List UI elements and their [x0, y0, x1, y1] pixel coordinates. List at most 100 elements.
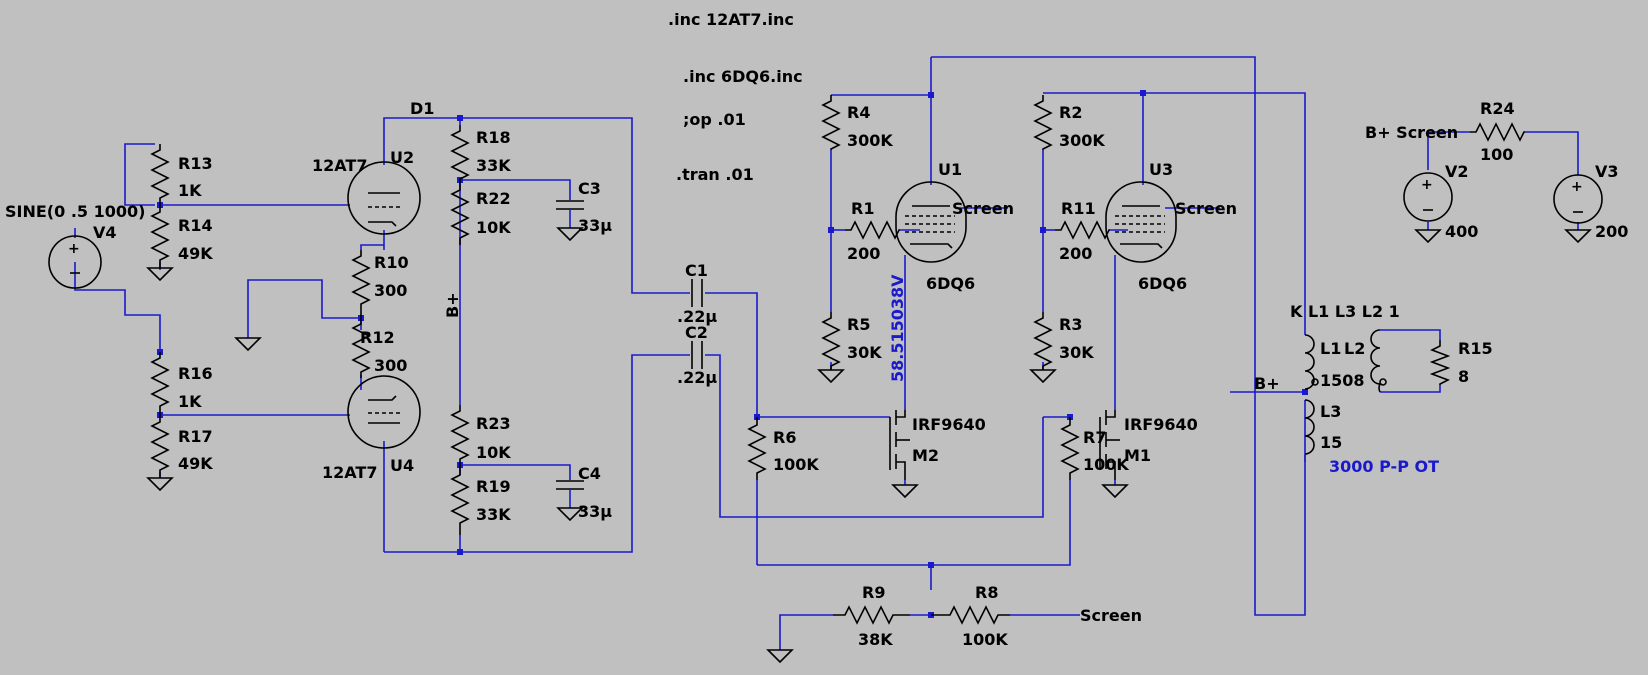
label-r9-value[interactable]: 38K	[858, 630, 893, 649]
label-r22[interactable]: R22	[476, 189, 511, 208]
label-screen-u3[interactable]: Screen	[1175, 199, 1237, 218]
label-r7-value[interactable]: 100K	[1083, 455, 1129, 474]
directive-inc-12at7[interactable]: .inc 12AT7.inc	[668, 10, 794, 29]
label-r19[interactable]: R19	[476, 477, 511, 496]
label-r10-value[interactable]: 300	[374, 281, 407, 300]
label-d1[interactable]: D1	[410, 99, 434, 118]
directive-op[interactable]: ;op .01	[683, 110, 746, 129]
label-v2-value[interactable]: 400	[1445, 222, 1478, 241]
label-bplus-ot[interactable]: B+	[1254, 374, 1280, 393]
label-r5[interactable]: R5	[847, 315, 870, 334]
label-r18[interactable]: R18	[476, 128, 511, 147]
label-l2[interactable]: L2	[1344, 339, 1365, 358]
label-c4[interactable]: C4	[578, 464, 601, 483]
label-r6-value[interactable]: 100K	[773, 455, 819, 474]
label-r3[interactable]: R3	[1059, 315, 1082, 334]
label-v4-value[interactable]: SINE(0 .5 1000)	[5, 202, 145, 221]
tube-symbols	[347, 161, 1177, 449]
label-r4[interactable]: R4	[847, 103, 870, 122]
label-r19-value[interactable]: 33K	[476, 505, 511, 524]
resistor-r8	[931, 605, 1010, 625]
label-l3-value[interactable]: 15	[1320, 433, 1342, 452]
label-m1-model[interactable]: IRF9640	[1124, 415, 1198, 434]
label-u2-model[interactable]: 12AT7	[312, 156, 367, 175]
label-r14[interactable]: R14	[178, 216, 213, 235]
wires	[74, 56, 1579, 650]
label-r2[interactable]: R2	[1059, 103, 1082, 122]
label-r2-value[interactable]: 300K	[1059, 131, 1105, 150]
label-u4-model[interactable]: 12AT7	[322, 463, 377, 482]
label-m1[interactable]: M1	[1124, 446, 1151, 465]
label-r22-value[interactable]: 10K	[476, 218, 511, 237]
label-u3-model[interactable]: 6DQ6	[1138, 274, 1187, 293]
label-r3-value[interactable]: 30K	[1059, 343, 1094, 362]
voltage-sources: + + +	[48, 172, 1603, 289]
label-c2-value[interactable]: .22µ	[677, 368, 717, 387]
label-bplus-rail[interactable]: B+	[443, 292, 462, 318]
label-r24[interactable]: R24	[1480, 99, 1515, 118]
label-u4[interactable]: U4	[390, 456, 414, 475]
label-r24-value[interactable]: 100	[1480, 145, 1513, 164]
label-r8-value[interactable]: 100K	[962, 630, 1008, 649]
label-m2[interactable]: M2	[912, 446, 939, 465]
label-r9[interactable]: R9	[862, 583, 885, 602]
label-v3-value[interactable]: 200	[1595, 222, 1628, 241]
label-c1[interactable]: C1	[685, 261, 708, 280]
capacitor-c2	[691, 341, 703, 369]
label-r10[interactable]: R10	[374, 253, 409, 272]
label-u1[interactable]: U1	[938, 160, 962, 179]
label-c3[interactable]: C3	[578, 179, 601, 198]
label-u3[interactable]: U3	[1149, 160, 1173, 179]
capacitor-c4	[556, 480, 584, 508]
label-v2[interactable]: V2	[1445, 162, 1469, 181]
label-u2[interactable]: U2	[390, 148, 414, 167]
label-r17[interactable]: R17	[178, 427, 213, 446]
label-r15-value[interactable]: 8	[1458, 367, 1469, 386]
label-r5-value[interactable]: 30K	[847, 343, 882, 362]
label-r13[interactable]: R13	[178, 154, 213, 173]
label-op-voltage[interactable]: 58.515038V	[888, 274, 907, 382]
label-r17-value[interactable]: 49K	[178, 454, 213, 473]
label-r23-value[interactable]: 10K	[476, 443, 511, 462]
label-r16[interactable]: R16	[178, 364, 213, 383]
label-bplus-screen[interactable]: B+ Screen	[1365, 123, 1458, 142]
label-r11[interactable]: R11	[1061, 199, 1096, 218]
label-l1[interactable]: L1	[1320, 339, 1341, 358]
label-l3[interactable]: L3	[1320, 402, 1341, 421]
resistor-r7	[1060, 417, 1080, 480]
label-r14-value[interactable]: 49K	[178, 244, 213, 263]
mosfet-m1	[1099, 410, 1120, 480]
label-m2-model[interactable]: IRF9640	[912, 415, 986, 434]
label-r15[interactable]: R15	[1458, 339, 1493, 358]
svg-text:+: +	[68, 241, 80, 257]
label-c4-value[interactable]: 33µ	[578, 502, 612, 521]
label-r7[interactable]: R7	[1083, 428, 1106, 447]
directive-tran[interactable]: .tran .01	[676, 165, 754, 184]
label-r23[interactable]: R23	[476, 414, 511, 433]
label-r1-value[interactable]: 200	[847, 244, 880, 263]
label-r16-value[interactable]: 1K	[178, 392, 202, 411]
transformer-symbol	[1304, 329, 1387, 455]
label-r8[interactable]: R8	[975, 583, 998, 602]
directive-inc-6dq6[interactable]: .inc 6DQ6.inc	[683, 67, 803, 86]
label-k-coupling[interactable]: K L1 L3 L2 1	[1290, 302, 1400, 321]
label-r12[interactable]: R12	[360, 328, 395, 347]
label-v4[interactable]: V4	[93, 223, 117, 242]
label-r12-value[interactable]: 300	[374, 356, 407, 375]
label-v3[interactable]: V3	[1595, 162, 1619, 181]
label-l1-value[interactable]: 1508	[1320, 371, 1365, 390]
label-r11-value[interactable]: 200	[1059, 244, 1092, 263]
label-c3-value[interactable]: 33µ	[578, 216, 612, 235]
label-r6[interactable]: R6	[773, 428, 796, 447]
label-screen-net[interactable]: Screen	[1080, 606, 1142, 625]
label-u1-model[interactable]: 6DQ6	[926, 274, 975, 293]
label-ot-note[interactable]: 3000 P-P OT	[1329, 457, 1439, 476]
label-r13-value[interactable]: 1K	[178, 181, 202, 200]
label-r4-value[interactable]: 300K	[847, 131, 893, 150]
label-r1[interactable]: R1	[851, 199, 874, 218]
ground-symbols	[146, 227, 1592, 664]
label-c1-value[interactable]: .22µ	[677, 307, 717, 326]
label-r18-value[interactable]: 33K	[476, 156, 511, 175]
label-c2[interactable]: C2	[685, 323, 708, 342]
label-screen-u1[interactable]: Screen	[952, 199, 1014, 218]
